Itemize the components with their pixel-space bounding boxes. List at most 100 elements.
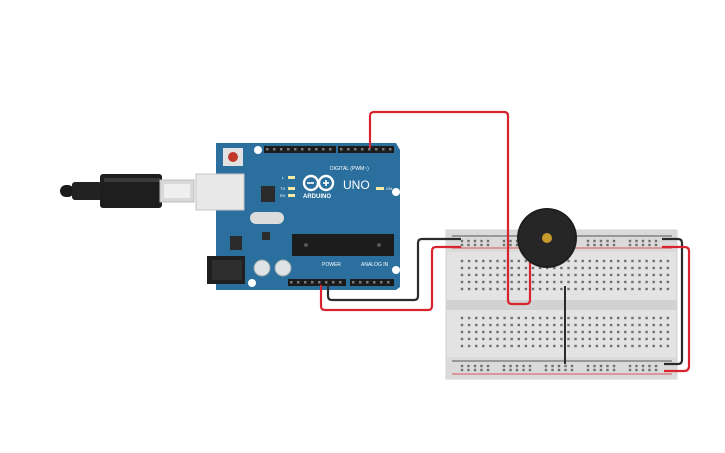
breadboard-hole[interactable] (531, 266, 535, 270)
header-pin[interactable] (311, 281, 314, 284)
breadboard-hole[interactable] (503, 273, 506, 277)
breadboard-hole[interactable] (609, 259, 613, 263)
header-pin[interactable] (325, 281, 328, 284)
rail-hole[interactable] (635, 364, 638, 368)
breadboard-hole[interactable] (624, 280, 627, 284)
breadboard-hole[interactable] (567, 344, 570, 348)
rail-hole[interactable] (606, 364, 609, 368)
breadboard-hole[interactable] (567, 330, 570, 334)
header-pin[interactable] (389, 148, 392, 151)
breadboard-hole[interactable] (617, 287, 620, 291)
rail-hole[interactable] (522, 364, 525, 368)
breadboard-hole[interactable] (482, 316, 485, 320)
breadboard-hole[interactable] (638, 330, 641, 334)
breadboard-hole[interactable] (645, 259, 648, 263)
rail-hole[interactable] (641, 243, 645, 247)
rail-hole[interactable] (486, 243, 490, 247)
breadboard-hole[interactable] (617, 323, 620, 327)
breadboard-hole[interactable] (489, 266, 492, 270)
breadboard-hole[interactable] (567, 273, 570, 277)
rail-hole[interactable] (612, 364, 616, 368)
rail-hole[interactable] (635, 239, 638, 243)
header-pin[interactable] (340, 148, 343, 151)
breadboard-hole[interactable] (609, 273, 613, 277)
breadboard-hole[interactable] (609, 287, 613, 291)
breadboard-hole[interactable] (510, 273, 513, 277)
breadboard-hole[interactable] (624, 287, 627, 291)
breadboard-hole[interactable] (659, 344, 662, 348)
breadboard-hole[interactable] (574, 344, 577, 348)
rail-hole[interactable] (473, 368, 477, 372)
breadboard-hole[interactable] (595, 316, 599, 320)
breadboard-hole[interactable] (531, 316, 535, 320)
breadboard-hole[interactable] (517, 259, 520, 263)
breadboard-hole[interactable] (546, 287, 549, 291)
breadboard-hole[interactable] (631, 337, 634, 341)
breadboard-hole[interactable] (602, 266, 606, 270)
breadboard-hole[interactable] (467, 316, 471, 320)
breadboard-hole[interactable] (574, 259, 577, 263)
rail-hole[interactable] (515, 239, 519, 243)
header-pin[interactable] (375, 148, 378, 151)
breadboard-hole[interactable] (595, 273, 599, 277)
breadboard-hole[interactable] (546, 266, 549, 270)
breadboard-hole[interactable] (460, 266, 464, 270)
rail-hole[interactable] (544, 368, 548, 372)
breadboard-hole[interactable] (624, 273, 627, 277)
breadboard-hole[interactable] (524, 344, 528, 348)
breadboard-hole[interactable] (567, 337, 570, 341)
header-pin[interactable] (354, 148, 357, 151)
breadboard-hole[interactable] (666, 273, 670, 277)
breadboard-hole[interactable] (659, 330, 662, 334)
header-pin[interactable] (347, 148, 350, 151)
breadboard-hole[interactable] (638, 323, 641, 327)
breadboard-hole[interactable] (538, 287, 542, 291)
rail-hole[interactable] (509, 243, 512, 247)
breadboard-hole[interactable] (489, 337, 492, 341)
breadboard-hole[interactable] (496, 266, 499, 270)
breadboard-hole[interactable] (666, 344, 670, 348)
breadboard-hole[interactable] (574, 330, 577, 334)
breadboard-hole[interactable] (553, 316, 556, 320)
header-pin[interactable] (380, 281, 383, 284)
breadboard-hole[interactable] (602, 337, 606, 341)
breadboard-hole[interactable] (460, 280, 464, 284)
breadboard-hole[interactable] (631, 344, 634, 348)
breadboard-hole[interactable] (546, 316, 549, 320)
breadboard-hole[interactable] (652, 273, 655, 277)
breadboard-hole[interactable] (475, 259, 478, 263)
header-pin[interactable] (273, 148, 276, 151)
breadboard-hole[interactable] (581, 344, 584, 348)
breadboard-hole[interactable] (638, 344, 641, 348)
breadboard-hole[interactable] (588, 323, 591, 327)
breadboard-hole[interactable] (503, 330, 506, 334)
breadboard-hole[interactable] (588, 287, 591, 291)
rail-hole[interactable] (635, 243, 638, 247)
breadboard-hole[interactable] (602, 323, 606, 327)
breadboard-hole[interactable] (517, 266, 520, 270)
breadboard-hole[interactable] (631, 273, 634, 277)
breadboard-hole[interactable] (574, 280, 577, 284)
rail-hole[interactable] (486, 368, 490, 372)
breadboard-hole[interactable] (659, 337, 662, 341)
rail-hole[interactable] (502, 364, 506, 368)
header-pin[interactable] (318, 281, 321, 284)
breadboard-hole[interactable] (496, 273, 499, 277)
breadboard-hole[interactable] (546, 280, 549, 284)
header-pin[interactable] (280, 148, 283, 151)
breadboard-hole[interactable] (475, 337, 478, 341)
breadboard-hole[interactable] (503, 337, 506, 341)
breadboard-hole[interactable] (588, 330, 591, 334)
breadboard-hole[interactable] (524, 273, 528, 277)
breadboard-hole[interactable] (524, 330, 528, 334)
breadboard-hole[interactable] (609, 266, 613, 270)
breadboard-hole[interactable] (503, 287, 506, 291)
breadboard-hole[interactable] (531, 330, 535, 334)
breadboard-hole[interactable] (489, 280, 492, 284)
breadboard-hole[interactable] (475, 330, 478, 334)
breadboard-hole[interactable] (467, 344, 471, 348)
breadboard-hole[interactable] (475, 273, 478, 277)
piezo-buzzer[interactable] (517, 208, 577, 268)
breadboard-hole[interactable] (652, 323, 655, 327)
breadboard-hole[interactable] (581, 280, 584, 284)
